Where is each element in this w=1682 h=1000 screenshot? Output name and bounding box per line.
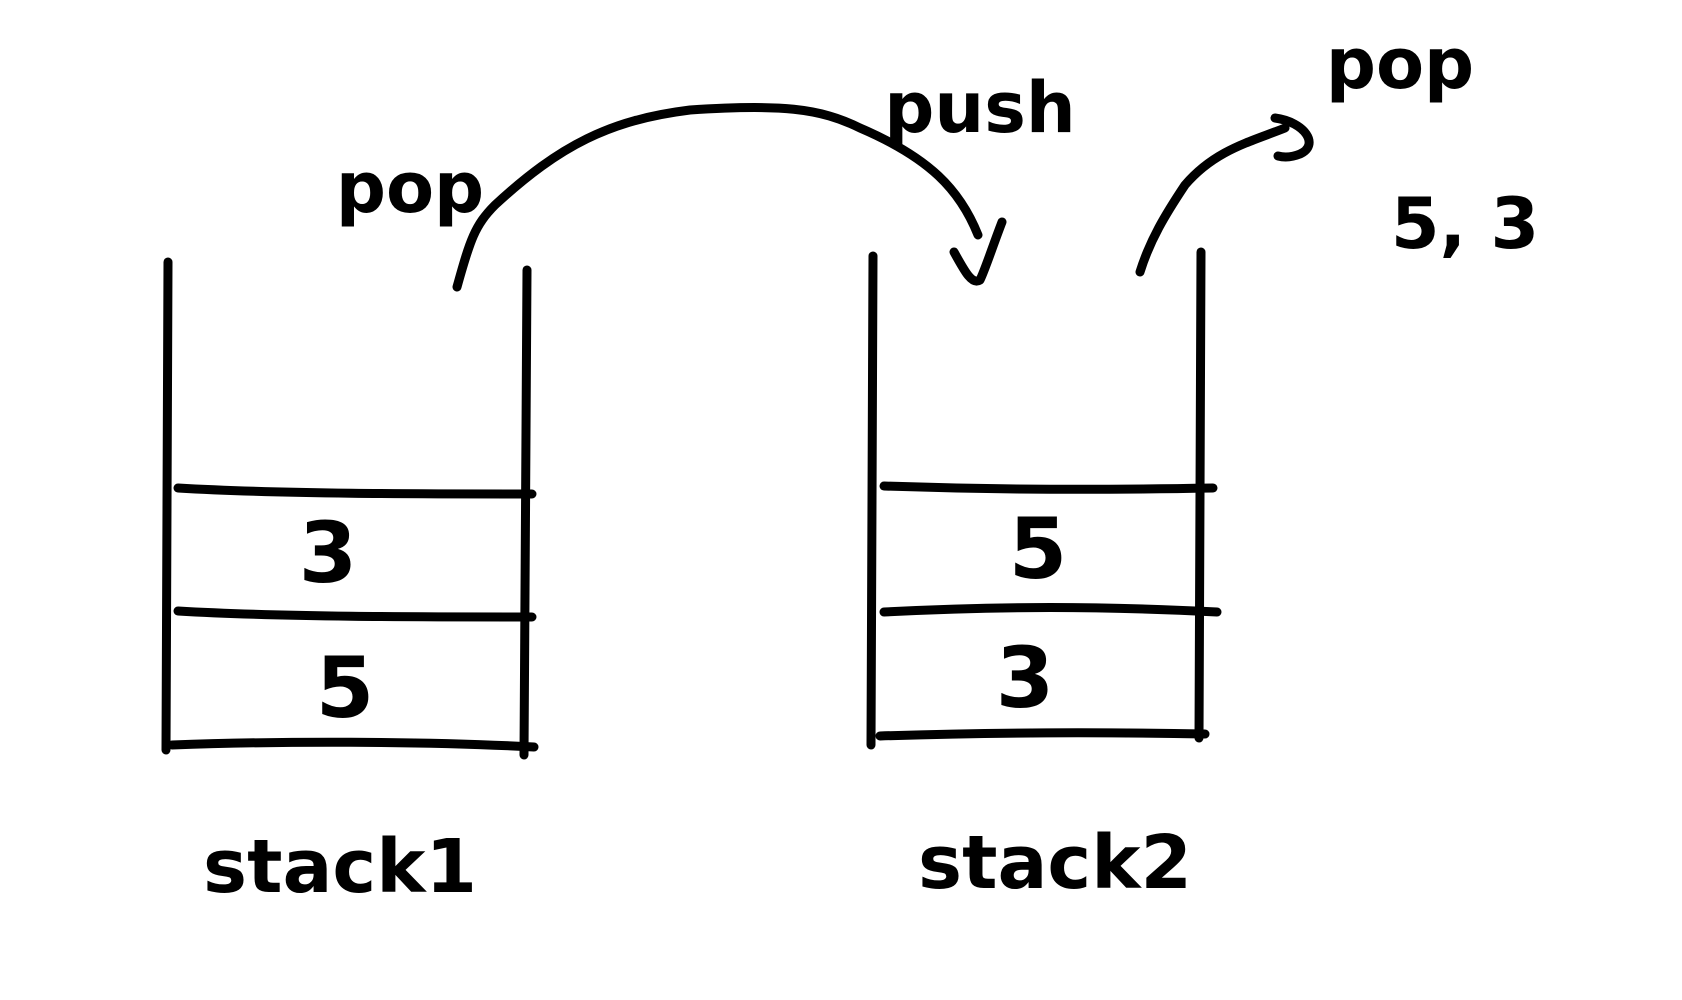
- stack1-right-wall: [519, 265, 532, 760]
- stack2-bottom: [875, 728, 1210, 741]
- push-stack2-label: push: [884, 67, 1075, 149]
- stack2-cell-top: 5: [1009, 500, 1067, 598]
- stack1-cell-bottom: 5: [316, 639, 374, 737]
- stack1-cell-top: 3: [299, 504, 357, 602]
- pop-output-arrowhead: [1270, 113, 1314, 162]
- pop-output-arrow: [1135, 123, 1290, 277]
- stack2-label: stack2: [918, 820, 1192, 906]
- stack1-divider-top: [173, 483, 537, 499]
- stack2-container: [866, 247, 1222, 750]
- stack1-divider-middle: [173, 606, 537, 622]
- transfer-arrowhead: [949, 217, 1007, 286]
- stack1-bottom: [167, 737, 539, 752]
- stack1-left-wall: [161, 257, 173, 755]
- stack1-label: stack1: [203, 824, 477, 910]
- stack1-container: [161, 257, 539, 760]
- pop-stack2-label: pop: [1326, 23, 1474, 105]
- stack2-left-wall: [866, 251, 878, 750]
- popped-output-values: 5, 3: [1391, 183, 1539, 265]
- stack2-divider-middle: [879, 603, 1222, 617]
- transfer-arrow: [452, 102, 983, 292]
- stack2-divider-top: [879, 481, 1218, 494]
- pop-stack1-label: pop: [336, 147, 484, 229]
- stack2-right-wall: [1194, 247, 1206, 743]
- stack2-cell-bottom: 3: [996, 629, 1054, 727]
